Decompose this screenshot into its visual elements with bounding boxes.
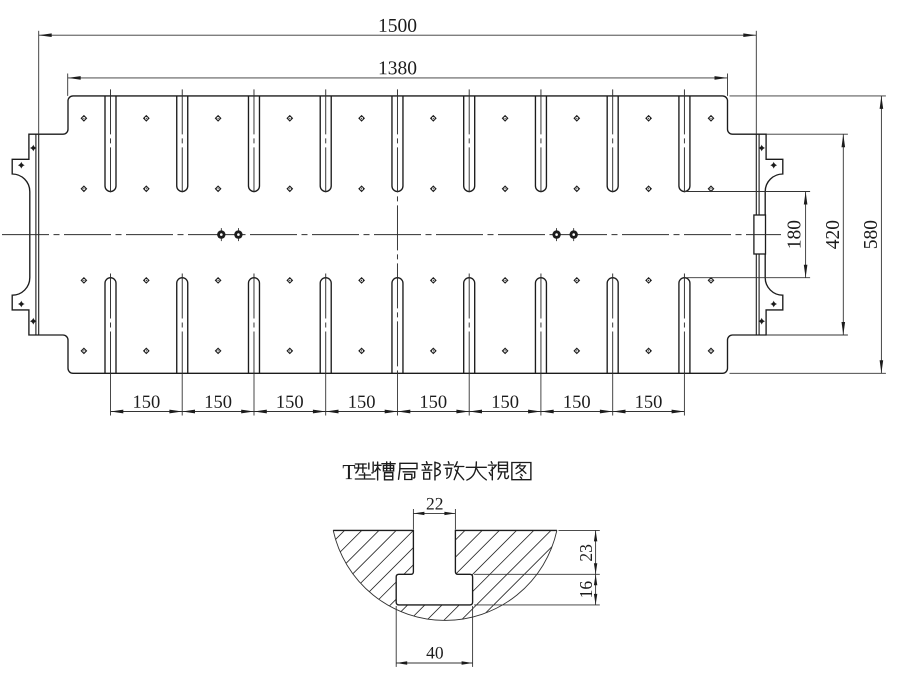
svg-text:150: 150: [276, 393, 304, 413]
svg-text:1500: 1500: [378, 16, 417, 37]
svg-text:580: 580: [861, 220, 882, 249]
svg-text:22: 22: [426, 493, 444, 513]
svg-text:420: 420: [823, 220, 844, 249]
svg-text:23: 23: [576, 544, 596, 562]
svg-text:1380: 1380: [378, 58, 417, 79]
svg-text:150: 150: [419, 393, 447, 413]
svg-text:40: 40: [426, 642, 444, 662]
svg-text:16: 16: [576, 581, 596, 599]
svg-text:150: 150: [133, 393, 161, 413]
svg-text:T: T: [342, 460, 355, 484]
svg-text:150: 150: [204, 393, 232, 413]
svg-text:150: 150: [491, 393, 519, 413]
svg-text:180: 180: [785, 220, 806, 249]
svg-text:150: 150: [348, 393, 376, 413]
svg-text:150: 150: [563, 393, 591, 413]
svg-text:150: 150: [635, 393, 663, 413]
